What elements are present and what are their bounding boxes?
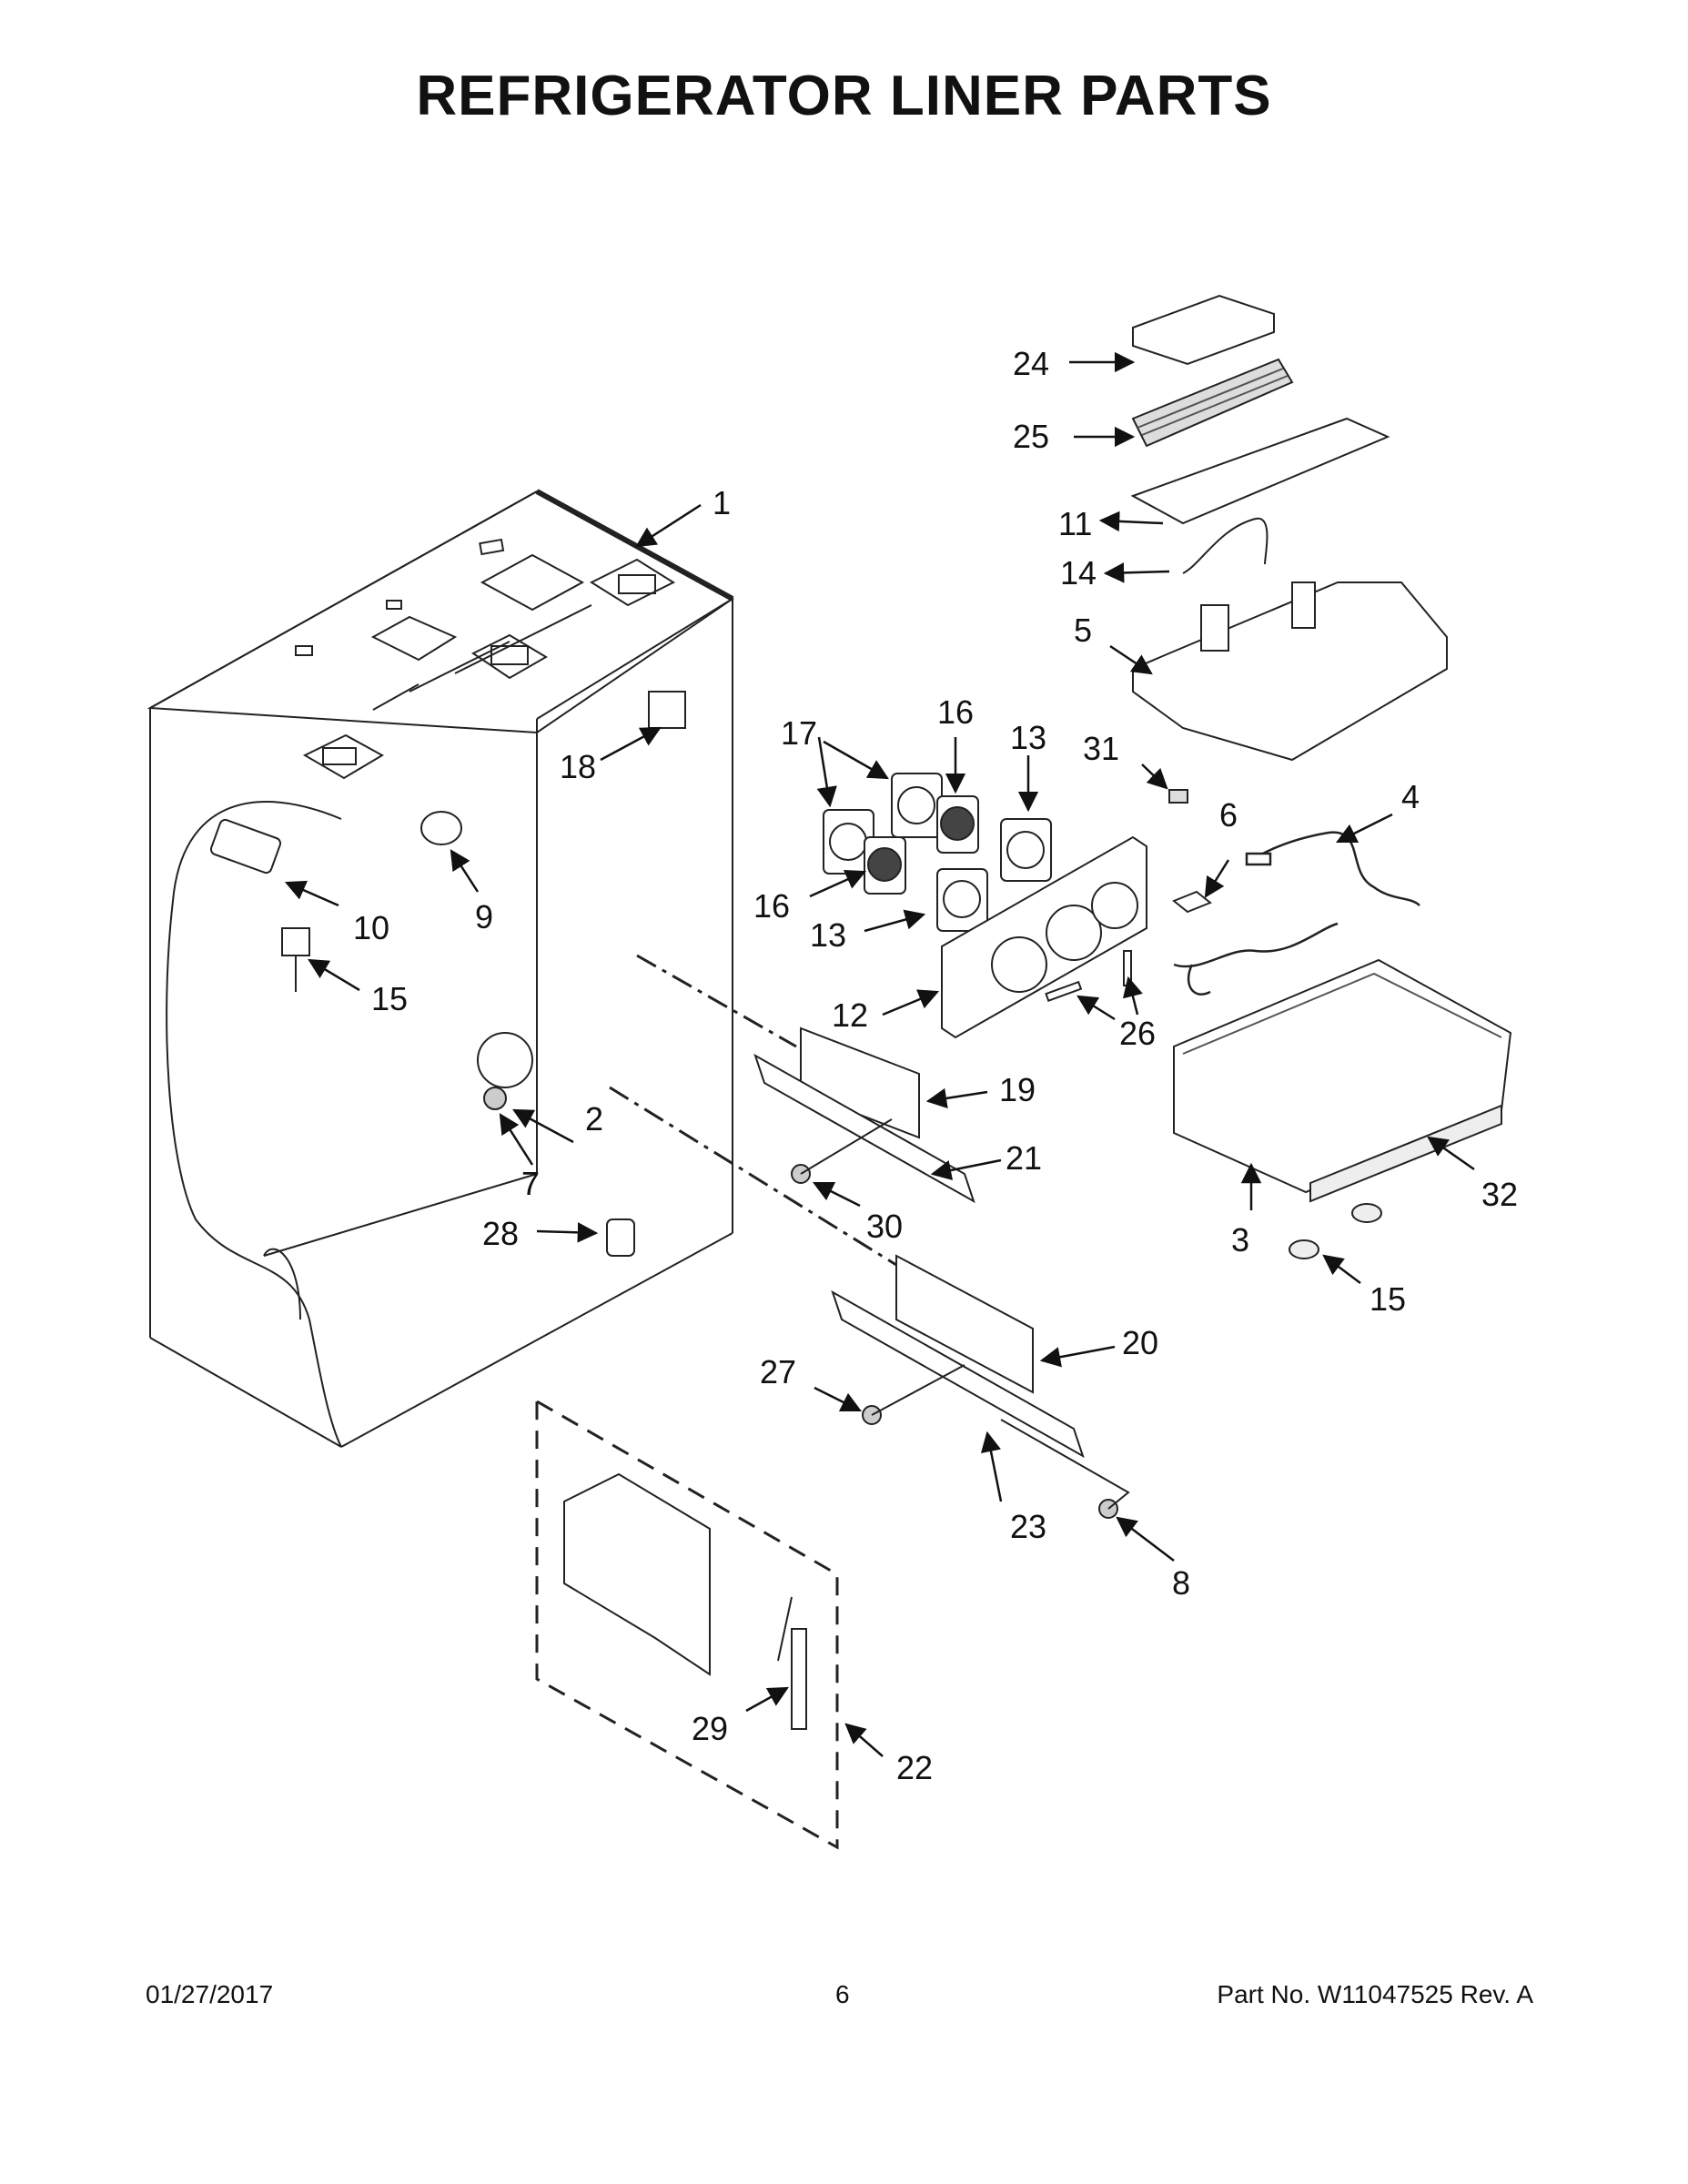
part-wire-harness-4: [1173, 831, 1420, 996]
callout-8: 8: [1172, 1564, 1190, 1602]
left-small-parts: [209, 691, 686, 1257]
callout-13a: 13: [1010, 719, 1046, 756]
callout-4: 4: [1401, 778, 1420, 815]
part-31: [1168, 789, 1188, 804]
part-evaporator-cover-24: [1132, 294, 1275, 366]
callout-15b: 15: [1370, 1280, 1406, 1318]
callout-25: 25: [1013, 418, 1049, 455]
part-26: [1045, 950, 1132, 1002]
callout-31: 31: [1083, 730, 1119, 767]
part-bin-box-22: [535, 1399, 839, 1850]
callout-17: 17: [781, 714, 817, 752]
callout-22: 22: [896, 1749, 933, 1786]
callout-1: 1: [713, 484, 731, 521]
callout-32: 32: [1481, 1176, 1518, 1213]
part-15-right: [1289, 1203, 1382, 1259]
callout-20: 20: [1122, 1324, 1158, 1361]
callout-7: 7: [521, 1165, 540, 1202]
callout-14: 14: [1060, 554, 1097, 592]
part-wire-14: [1182, 517, 1269, 574]
callout-11: 11: [1058, 505, 1092, 542]
part-bin-29: [563, 1472, 807, 1730]
callout-29: 29: [692, 1710, 728, 1747]
part-evaporator-25: [1131, 358, 1294, 448]
callout-27: 27: [760, 1353, 796, 1390]
part-fan-housing-12: [941, 835, 1147, 1039]
callout-3: 3: [1231, 1221, 1249, 1259]
page-title: REFRIGERATOR LINER PARTS: [416, 65, 1272, 127]
callout-13b: 13: [810, 916, 846, 954]
callout-28: 28: [482, 1215, 519, 1252]
callout-30: 30: [866, 1208, 903, 1245]
part-drain-trough-11: [1130, 417, 1390, 525]
part-shelf-slide-20-23: [831, 1254, 1085, 1459]
part-air-duct-5: [1132, 581, 1448, 762]
callout-21: 21: [1006, 1139, 1042, 1177]
callout-arrows: [284, 351, 1475, 1757]
liner-cabinet: [147, 489, 734, 1448]
callout-19: 19: [999, 1071, 1036, 1108]
callout-26: 26: [1119, 1015, 1156, 1052]
callout-labels: 1 2 3 4 5 6 7 8 9 10 11 12 13 13 14 15 1…: [353, 345, 1518, 1786]
callout-16b: 16: [753, 887, 790, 925]
callout-23: 23: [1010, 1508, 1046, 1545]
fan-assemblies: [823, 773, 1052, 932]
callout-9: 9: [475, 898, 493, 935]
callout-24: 24: [1013, 345, 1049, 382]
callout-6: 6: [1219, 796, 1238, 834]
footer-part-number: Part No. W11047525 Rev. A: [1217, 1980, 1533, 2008]
callout-12: 12: [832, 996, 868, 1034]
leader-solid: [777, 1118, 1130, 1662]
leader-dashed: [609, 954, 897, 1267]
callout-5: 5: [1074, 612, 1092, 649]
callout-15a: 15: [371, 980, 408, 1017]
callout-18: 18: [560, 748, 596, 785]
callout-2: 2: [585, 1100, 603, 1138]
part-pantry-3: [1173, 958, 1512, 1203]
part-shelf-slide-19-21: [753, 1026, 975, 1204]
footer-date: 01/27/2017: [146, 1980, 274, 2008]
callout-16a: 16: [937, 693, 974, 731]
callout-10: 10: [353, 909, 389, 946]
part-6: [1172, 890, 1212, 914]
footer-page-number: 6: [835, 1980, 850, 2008]
